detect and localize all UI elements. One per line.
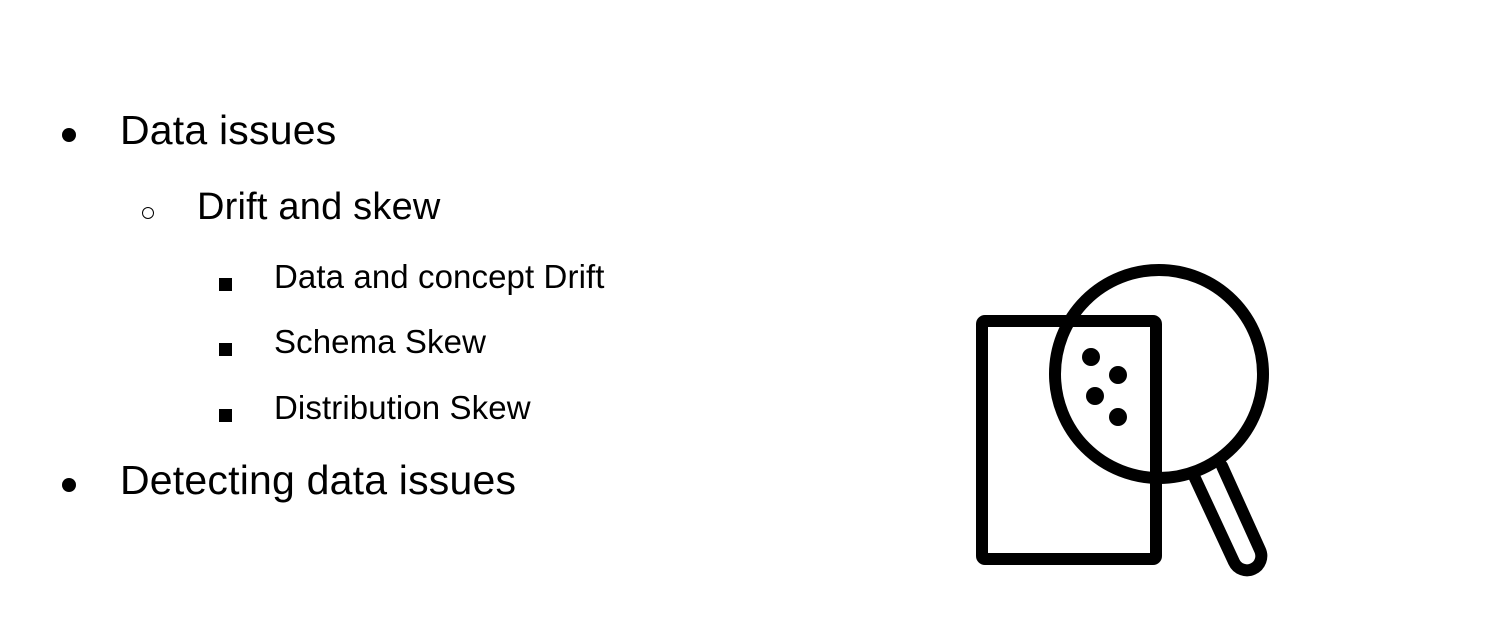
outline-subsubitem-label: Distribution Skew bbox=[274, 389, 531, 426]
outline-subsubitem: Data and concept Drift bbox=[274, 258, 605, 296]
data-dot bbox=[1109, 366, 1127, 384]
outline-subitem-label: Drift and skew bbox=[197, 186, 441, 228]
magnifier-lens bbox=[1049, 264, 1269, 484]
bullet-square-icon bbox=[219, 343, 232, 356]
bullet-square-icon bbox=[219, 409, 232, 422]
bullet-disc-icon bbox=[62, 478, 76, 492]
outline-subsubitem: Distribution Skew bbox=[274, 389, 531, 427]
bullet-disc-icon bbox=[62, 128, 76, 142]
outline-item-detecting-data-issues: Detecting data issues bbox=[120, 457, 516, 504]
data-dot bbox=[1109, 408, 1127, 426]
outline-item-label: Data issues bbox=[120, 107, 337, 153]
document-magnifier-icon bbox=[976, 264, 1269, 577]
outline-item-label: Detecting data issues bbox=[120, 457, 517, 503]
data-dot bbox=[1086, 387, 1104, 405]
data-dot bbox=[1082, 348, 1100, 366]
outline-item-data-issues: Data issues bbox=[120, 107, 336, 154]
magnifier-handle bbox=[1188, 460, 1268, 577]
bullet-circle-icon bbox=[142, 207, 154, 219]
outline-subsubitem-label: Schema Skew bbox=[274, 323, 487, 360]
outline-subsubitem-label: Data and concept Drift bbox=[274, 258, 605, 295]
outline-subitem-drift-and-skew: Drift and skew bbox=[197, 186, 441, 229]
bullet-square-icon bbox=[219, 278, 232, 291]
outline-subsubitem: Schema Skew bbox=[274, 323, 486, 361]
document-shape bbox=[976, 315, 1162, 565]
